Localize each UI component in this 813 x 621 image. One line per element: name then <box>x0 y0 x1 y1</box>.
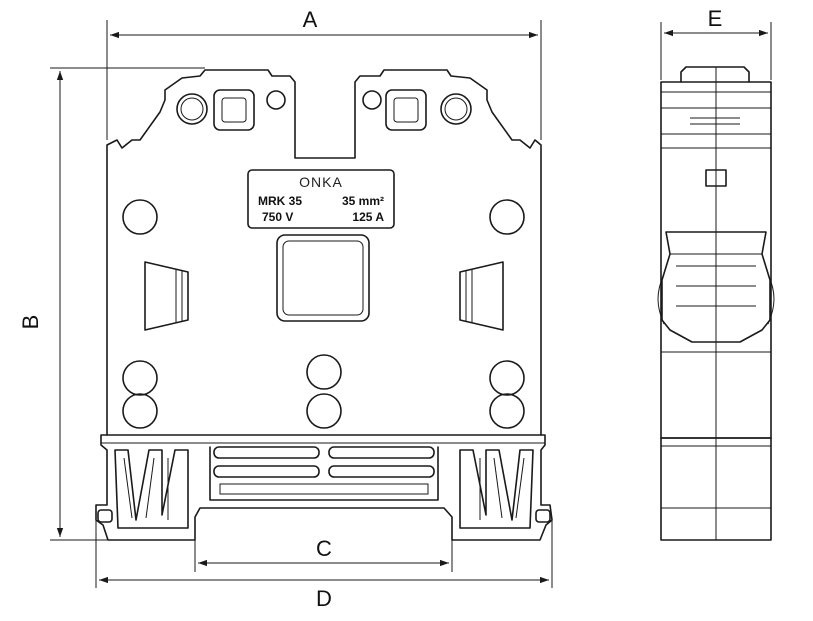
dimension-b-label: B <box>18 315 43 330</box>
dimension-c-label: C <box>316 536 332 561</box>
dimension-b: B <box>18 67 205 541</box>
left-side-window <box>144 261 189 331</box>
current-text: 125 A <box>352 210 384 224</box>
dimension-d: D <box>95 520 553 611</box>
lower-left-hole-1 <box>122 360 158 396</box>
top-right-screw-hole <box>440 93 472 125</box>
base-slot-4 <box>328 465 435 478</box>
label-plate <box>247 169 395 229</box>
lower-center-hole-2 <box>306 393 342 429</box>
top-right-clamp <box>385 89 427 131</box>
dimension-a-label: A <box>303 7 318 32</box>
lower-left-hole-2 <box>122 393 158 429</box>
cross-section-text: 35 mm² <box>342 194 384 208</box>
lower-right-hole-2 <box>489 393 525 429</box>
side-base <box>660 437 772 541</box>
lower-center-hole-1 <box>306 354 342 390</box>
side-small-window <box>705 169 727 187</box>
base-right-spring <box>459 449 534 529</box>
center-window <box>276 234 370 322</box>
right-side-window <box>459 261 504 331</box>
dimension-e: E <box>660 6 772 80</box>
dimension-a: A <box>106 7 542 140</box>
side-view <box>657 66 775 541</box>
model-text: MRK 35 <box>258 194 302 208</box>
voltage-text: 750 V <box>262 210 293 224</box>
front-body-outline <box>106 69 542 436</box>
base-slot-1 <box>213 446 320 459</box>
base-foot-outline <box>95 434 553 541</box>
base-slot-2 <box>328 446 435 459</box>
mid-left-hole <box>122 199 158 235</box>
top-left-small-hole <box>266 90 286 110</box>
side-top-cap <box>680 66 750 83</box>
lower-right-hole-1 <box>489 360 525 396</box>
front-view: ONKA MRK 35 35 mm² 750 V 125 A <box>95 69 553 541</box>
top-right-small-hole <box>362 90 382 110</box>
dimension-e-label: E <box>708 6 723 31</box>
dimension-d-label: D <box>316 586 332 611</box>
mid-right-hole <box>489 199 525 235</box>
top-left-clamp <box>213 89 255 131</box>
dimension-c: C <box>194 536 453 572</box>
base-left-spring <box>114 449 189 529</box>
brand-logo: ONKA <box>299 174 343 190</box>
top-left-screw-hole <box>176 93 208 125</box>
base-slot-3 <box>213 465 320 478</box>
